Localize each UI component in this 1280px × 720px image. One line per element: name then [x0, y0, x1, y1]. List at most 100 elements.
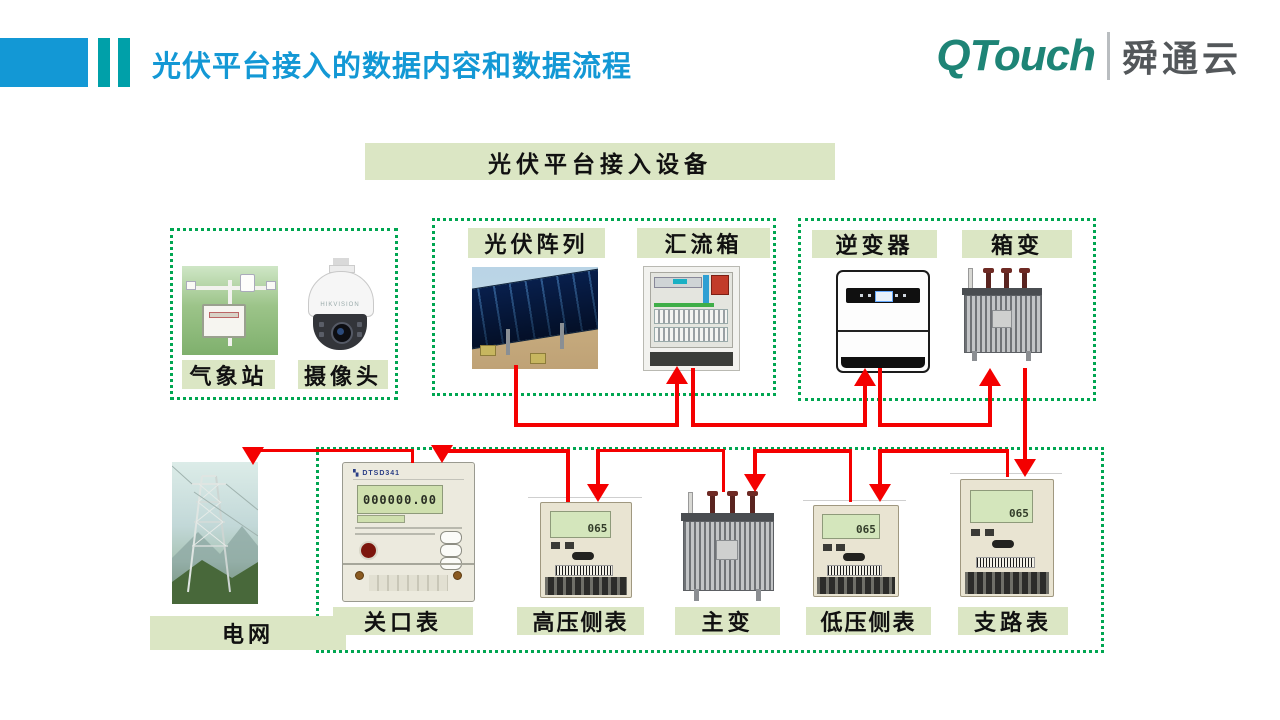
transformer-nameplate [716, 540, 738, 560]
transformer-leg [972, 351, 977, 361]
weather-station-photo [182, 266, 278, 355]
combiner-cable [703, 275, 709, 305]
gateway-meter-seam [343, 563, 474, 565]
label-branch-meter: 支路表 [958, 607, 1068, 635]
transformer-bushing-icon [1001, 268, 1012, 288]
weather-logger-box [202, 304, 246, 338]
lv-meter-body: 065 [813, 505, 899, 597]
inverter-seam [838, 330, 928, 332]
flow-line [691, 423, 867, 427]
flow-line [566, 449, 570, 502]
flow-line [863, 384, 867, 427]
arrow-down-icon [242, 447, 264, 465]
gateway-meter-ir-port [359, 541, 378, 560]
branch-meter-terminals [964, 571, 1050, 594]
lv-meter-terminals [817, 576, 895, 594]
header-accent-bar [0, 38, 88, 87]
transformer-leg [756, 589, 761, 601]
combiner-din-rail [654, 277, 702, 288]
logo-divider [1106, 32, 1110, 80]
label-hv-meter: 高压侧表 [517, 607, 644, 635]
combiner-terminals [654, 327, 728, 342]
pv-array-photo [472, 267, 598, 369]
combiner-gland-row [650, 352, 733, 366]
inverter-led-icon [868, 294, 871, 297]
arrow-up-icon [979, 368, 1001, 386]
inverter-display-strip [846, 288, 920, 303]
camera-brand-text: HIKVISION [320, 302, 360, 308]
group-inverter-transformer-box [798, 218, 1096, 401]
flow-line [878, 368, 882, 427]
flow-line [440, 449, 569, 453]
inverter-base [841, 357, 925, 368]
inverter-led-icon [895, 294, 898, 297]
transformer-bushing-icon [747, 491, 758, 513]
camera-ir-led-icon [357, 322, 362, 327]
ground-box [480, 345, 496, 356]
lv-meter-photo: 065 [803, 500, 906, 598]
weather-sensor-icon [186, 281, 196, 290]
label-main-transformer: 主变 [675, 607, 780, 635]
main-transformer-photo [678, 490, 777, 602]
gateway-meter-photo: ▚ DTSD341 000000.00 [342, 462, 475, 602]
gateway-meter-lcd: 000000.00 [357, 485, 443, 514]
flow-line [411, 449, 414, 463]
label-grid: 电网 [150, 616, 346, 650]
flow-line [251, 449, 413, 452]
transformer-nameplate [992, 310, 1012, 328]
combiner-box-photo [643, 266, 740, 371]
ground-box [530, 353, 546, 364]
transformer-bushing-icon [983, 268, 994, 288]
group-meters-box [316, 447, 1104, 653]
box-transformer-photo [960, 266, 1044, 361]
flow-line [849, 449, 852, 502]
label-box-transformer: 箱变 [962, 230, 1072, 258]
arrow-down-icon [431, 445, 453, 463]
banner-access-devices: 光伏平台接入设备 [365, 143, 835, 180]
branch-meter-lcd: 065 [1009, 506, 1029, 520]
group-monitoring-box [170, 228, 398, 400]
hv-meter-body: 065 [540, 502, 632, 598]
logo-brand-text: QTouch [936, 31, 1096, 80]
arrow-down-icon [869, 484, 891, 502]
flow-line [878, 423, 992, 427]
gateway-meter-screw [355, 571, 364, 580]
transformer-leg [1026, 351, 1031, 361]
camera-ir-led-icon [319, 322, 324, 327]
branch-meter-body: 065 [960, 479, 1054, 597]
page-title: 光伏平台接入的数据内容和数据流程 [152, 51, 633, 83]
solar-panel [472, 268, 598, 350]
transmission-tower-icon [172, 465, 258, 604]
arrow-down-icon [587, 484, 609, 502]
flow-line [596, 449, 600, 485]
gateway-meter-screw [453, 571, 462, 580]
logo-brand-cn-text: 舜通云 [1121, 38, 1242, 79]
camera-ir-led-icon [357, 332, 362, 337]
hv-meter-terminals [544, 577, 628, 595]
transformer-top-plate [962, 288, 1042, 295]
arrow-down-icon [744, 474, 766, 492]
transformer-bushing-icon [707, 491, 718, 513]
camera-lens-icon [331, 322, 353, 344]
gateway-meter-terminal-cover [369, 575, 448, 591]
label-combiner-box: 汇流箱 [637, 228, 770, 258]
label-weather-station: 气象站 [182, 360, 275, 389]
hv-meter-photo: 065 [528, 497, 642, 599]
inverter-screen-icon [875, 291, 893, 302]
group-pv-combiner-box [432, 218, 776, 396]
gateway-meter-button [440, 544, 462, 557]
flow-line [514, 365, 518, 427]
flow-line [1023, 368, 1027, 460]
inverter-led-icon [860, 294, 863, 297]
weather-shield [240, 274, 255, 292]
panel-leg [560, 323, 564, 349]
flow-line [1006, 449, 1009, 477]
gateway-meter-line [355, 533, 435, 535]
inverter-led-icon [903, 294, 906, 297]
transformer-top-plate [681, 513, 774, 521]
flow-line [596, 449, 725, 452]
label-pv-array: 光伏阵列 [468, 228, 605, 258]
flow-line [691, 368, 695, 427]
flow-line [878, 449, 1009, 453]
